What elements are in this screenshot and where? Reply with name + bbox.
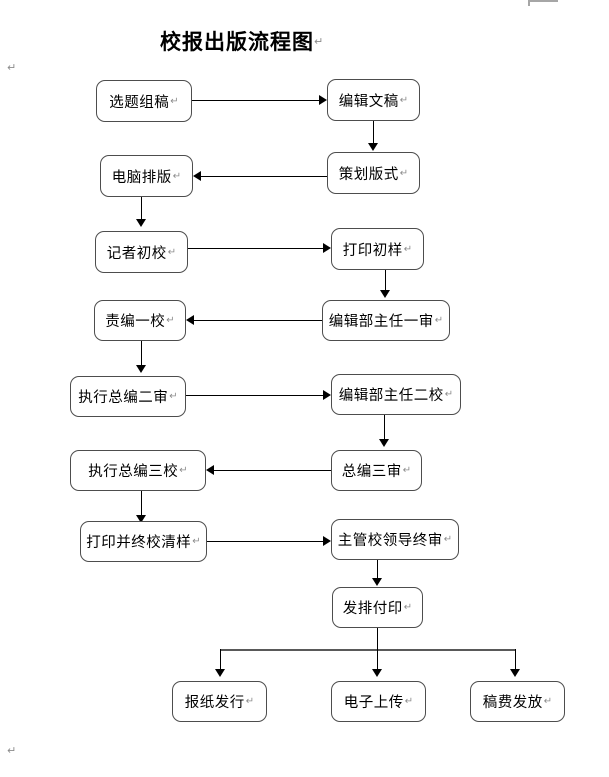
node-pilcrow: ↵ bbox=[172, 170, 182, 182]
node-pilcrow: ↵ bbox=[404, 696, 414, 707]
page-title: 校报出版流程图↵ bbox=[160, 26, 323, 56]
edge-n12-n13 bbox=[141, 491, 142, 517]
arrow-head-n10-n11 bbox=[379, 439, 389, 447]
arrow-head-n7-n8 bbox=[186, 315, 194, 325]
edge-n13-n14 bbox=[207, 541, 323, 542]
node-pilcrow: ↵ bbox=[399, 167, 409, 179]
node-label: 执行总编二审 bbox=[78, 390, 169, 406]
node-gaofei-fafang[interactable]: 稿费发放↵ bbox=[470, 681, 565, 722]
node-pilcrow: ↵ bbox=[192, 536, 201, 547]
node-label: 总编三审 bbox=[341, 464, 402, 480]
arrow-head-n1-n2 bbox=[319, 95, 327, 105]
arrow-head-n6-n7 bbox=[380, 290, 390, 298]
arrow-head-n3-n4 bbox=[193, 171, 201, 181]
node-pilcrow: ↵ bbox=[543, 696, 553, 707]
node-label: 主管校领导终审 bbox=[337, 533, 443, 549]
node-label: 执行总编三校 bbox=[88, 464, 179, 480]
node-pilcrow: ↵ bbox=[443, 534, 453, 545]
edge-n6-n7 bbox=[385, 270, 386, 292]
edge-n4-n5 bbox=[141, 197, 142, 221]
fork-drop-left bbox=[220, 649, 221, 671]
node-bianjibu-zhuren-erxiao[interactable]: 编辑部主任二校↵ bbox=[331, 374, 461, 415]
arrow-head-n5-n6 bbox=[323, 243, 331, 253]
node-pilcrow: ↵ bbox=[179, 465, 188, 476]
node-label: 选题组稿 bbox=[109, 94, 170, 111]
node-label: 电子上传 bbox=[343, 695, 404, 711]
edge-n5-n6 bbox=[188, 248, 323, 249]
fork-drop-center bbox=[377, 649, 378, 671]
node-dayin-bing-zhongxiao-qingyang[interactable]: 打印并终校清样↵ bbox=[80, 521, 207, 562]
node-label: 稿费发放 bbox=[482, 695, 543, 711]
node-label: 电脑排版 bbox=[111, 169, 172, 186]
node-pilcrow: ↵ bbox=[402, 465, 412, 476]
node-pilcrow: ↵ bbox=[444, 389, 454, 400]
node-bianji-wengao[interactable]: 编辑文稿↵ bbox=[327, 79, 420, 121]
node-label: 编辑文稿 bbox=[338, 93, 399, 110]
node-baozhi-faxing[interactable]: 报纸发行↵ bbox=[172, 681, 267, 722]
node-xuanti-zugao[interactable]: 选题组稿↵ bbox=[96, 80, 192, 122]
margin-pilcrow-bottom: ↵ bbox=[7, 744, 17, 757]
node-fapai-fuyin[interactable]: 发排付印↵ bbox=[332, 587, 423, 628]
node-pilcrow: ↵ bbox=[170, 95, 179, 107]
edge-n8-n9 bbox=[141, 341, 142, 367]
edge-n14-n15 bbox=[377, 560, 378, 580]
arrow-head-n13-n14 bbox=[323, 536, 331, 546]
node-zongbian-sanshen[interactable]: 总编三审↵ bbox=[331, 450, 422, 491]
node-label: 打印并终校清样 bbox=[86, 535, 192, 551]
node-diannao-paiban[interactable]: 电脑排版↵ bbox=[100, 155, 193, 197]
edge-n7-n8 bbox=[194, 320, 322, 321]
arrow-head-n2-n3 bbox=[368, 143, 378, 151]
node-zhuguan-xiaolingdao-zhongshen[interactable]: 主管校领导终审↵ bbox=[331, 519, 459, 560]
arrow-head-n12-n13 bbox=[136, 515, 146, 523]
edge-n1-n2 bbox=[192, 100, 319, 101]
node-pilcrow: ↵ bbox=[399, 94, 409, 106]
node-cehua-banshi[interactable]: 策划版式↵ bbox=[327, 152, 420, 194]
node-pilcrow: ↵ bbox=[403, 602, 413, 613]
node-pilcrow: ↵ bbox=[167, 246, 177, 258]
node-dianzi-shangchuan[interactable]: 电子上传↵ bbox=[331, 681, 426, 722]
page-title-text: 校报出版流程图 bbox=[160, 29, 314, 54]
fork-drop-right bbox=[515, 649, 516, 671]
node-zhixing-zongbian-ershen[interactable]: 执行总编二审↵ bbox=[70, 376, 186, 417]
edge-n3-n4 bbox=[201, 176, 327, 177]
node-bianjibu-zhuren-yishen[interactable]: 编辑部主任一审↵ bbox=[322, 300, 450, 341]
node-pilcrow: ↵ bbox=[169, 391, 178, 402]
node-label: 发排付印 bbox=[342, 601, 403, 617]
margin-pilcrow-top: ↵ bbox=[7, 61, 17, 74]
node-dayin-chuyang[interactable]: 打印初样↵ bbox=[331, 228, 424, 270]
node-label: 编辑部主任一审 bbox=[328, 314, 434, 330]
edge-n9-n10 bbox=[186, 395, 323, 396]
edge-n10-n11 bbox=[384, 415, 385, 441]
arrow-head-n4-n5 bbox=[136, 219, 146, 227]
node-label: 打印初样 bbox=[342, 242, 403, 259]
arrow-head-fork-left bbox=[215, 669, 225, 677]
node-jizhe-chuxiao[interactable]: 记者初校↵ bbox=[95, 231, 188, 273]
page-margin-marker bbox=[528, 0, 558, 6]
arrow-head-n9-n10 bbox=[323, 390, 331, 400]
node-pilcrow: ↵ bbox=[403, 243, 413, 255]
arrow-head-n14-n15 bbox=[372, 578, 382, 586]
node-pilcrow: ↵ bbox=[166, 315, 175, 326]
node-zebian-yixiao[interactable]: 责编一校↵ bbox=[94, 300, 186, 341]
arrow-head-n11-n12 bbox=[206, 465, 214, 475]
node-label: 编辑部主任二校 bbox=[338, 388, 444, 404]
fork-bar bbox=[220, 649, 516, 651]
node-label: 报纸发行 bbox=[184, 695, 245, 711]
title-pilcrow: ↵ bbox=[314, 35, 324, 48]
node-pilcrow: ↵ bbox=[245, 696, 255, 707]
arrow-head-fork-right bbox=[510, 669, 520, 677]
edge-n11-n12 bbox=[214, 470, 331, 471]
edge-n2-n3 bbox=[373, 121, 374, 145]
node-label: 记者初校 bbox=[106, 245, 167, 262]
node-label: 策划版式 bbox=[338, 166, 399, 183]
node-label: 责编一校 bbox=[105, 314, 166, 330]
arrow-head-n8-n9 bbox=[136, 365, 146, 373]
fork-stem bbox=[377, 628, 378, 649]
arrow-head-fork-center bbox=[372, 669, 382, 677]
node-pilcrow: ↵ bbox=[434, 315, 444, 326]
node-zhixing-zongbian-sanxiao[interactable]: 执行总编三校↵ bbox=[70, 450, 206, 491]
